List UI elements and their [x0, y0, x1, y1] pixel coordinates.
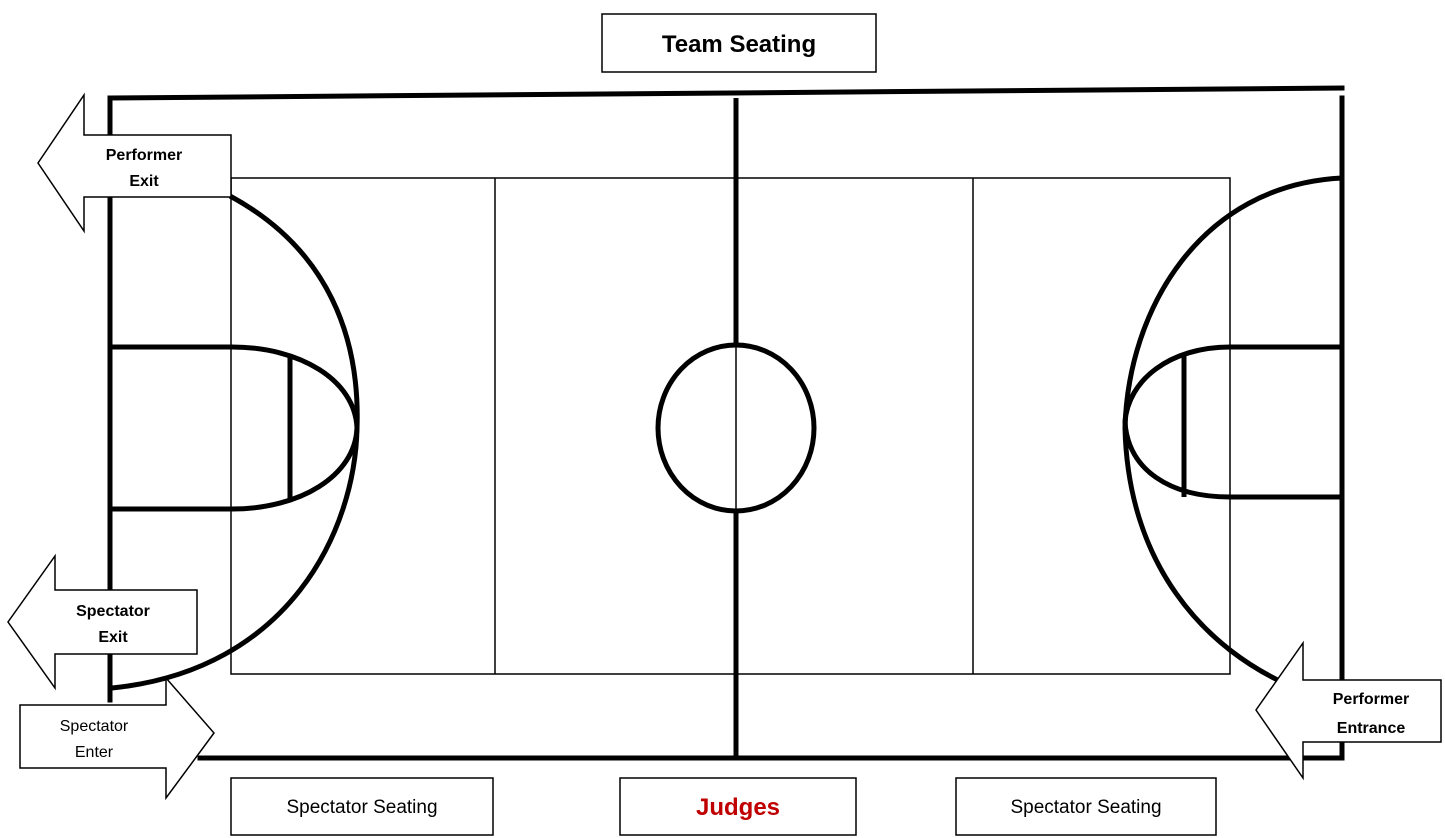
spectator-exit-arrow: Spectator Exit — [7, 553, 198, 691]
spectator-seating-left-box: Spectator Seating — [230, 777, 494, 836]
outer-boundary — [107, 85, 1345, 761]
right-key — [1122, 344, 1342, 500]
performer-entrance-label-line1: Performer — [1333, 691, 1409, 708]
left-key — [110, 344, 360, 512]
inner-court — [230, 177, 1231, 675]
team-seating-label: Team Seating — [662, 31, 816, 58]
spectator-exit-label-line1: Spectator — [76, 603, 150, 620]
spectator-seating-right-label: Spectator Seating — [1010, 797, 1161, 818]
spectator-enter-arrow: Spectator Enter — [19, 676, 215, 801]
performer-exit-label-line2: Exit — [129, 173, 159, 190]
spectator-exit-label-line2: Exit — [98, 629, 128, 646]
right-three-point-arc — [1122, 175, 1343, 693]
performer-exit-arrow: Performer Exit — [37, 92, 232, 234]
performer-entrance-arrow: Performer Entrance — [1255, 640, 1442, 781]
performer-entrance-label-line2: Entrance — [1337, 720, 1406, 737]
spectator-enter-label-line2: Enter — [75, 744, 114, 761]
performer-exit-label-line1: Performer — [106, 147, 182, 164]
spectator-seating-right-box: Spectator Seating — [955, 777, 1217, 836]
judges-box: Judges — [619, 777, 857, 836]
judges-label: Judges — [696, 794, 780, 821]
spectator-seating-left-label: Spectator Seating — [286, 797, 437, 818]
center-circle — [655, 342, 817, 514]
team-seating-box: Team Seating — [601, 13, 877, 73]
spectator-enter-label-line1: Spectator — [60, 718, 129, 735]
